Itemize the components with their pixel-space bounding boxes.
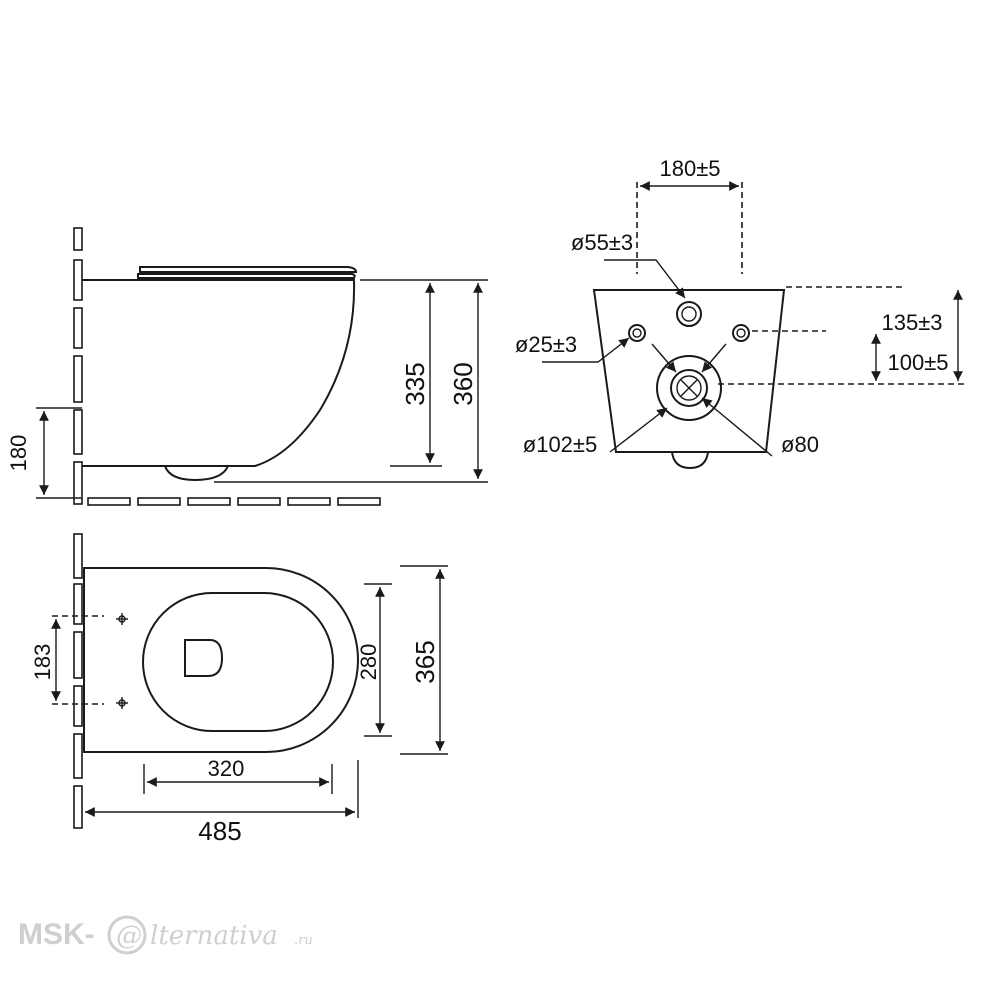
bowl-opening bbox=[142, 592, 334, 732]
dim-label-180: 180 bbox=[6, 435, 31, 472]
side-view: 335 360 180 bbox=[6, 227, 488, 506]
floor-hatch bbox=[87, 497, 381, 506]
dim-label-360: 360 bbox=[448, 362, 478, 405]
bowl-rear-outline bbox=[592, 289, 786, 453]
dim-label-183: 183 bbox=[30, 644, 55, 681]
bowl-side-profile bbox=[82, 279, 356, 467]
back-view: 180±5 ø55±3 ø25±3 ø102±5 ø80 135±3 100±5 bbox=[515, 156, 966, 470]
dim-label-outlet-outer: ø102±5 bbox=[523, 432, 597, 457]
dim-label-inlet: ø55±3 bbox=[571, 230, 633, 255]
outlet-spigot bbox=[164, 465, 229, 482]
bolt-hole-right bbox=[732, 324, 750, 342]
outlet-outer-ring bbox=[656, 355, 722, 421]
dim-label-485: 485 bbox=[198, 816, 241, 846]
dim-label-335: 335 bbox=[400, 362, 430, 405]
watermark-tld: .ru bbox=[294, 933, 313, 948]
mounting-point-lower-icon bbox=[116, 697, 128, 709]
dim-label-spacing: 180±5 bbox=[659, 156, 720, 181]
water-inlet-hole bbox=[676, 301, 702, 327]
dim-label-280: 280 bbox=[356, 644, 381, 681]
watermark-prefix: MSK- bbox=[18, 918, 95, 951]
watermark-at: @ bbox=[116, 921, 142, 951]
wall-hatch-top bbox=[73, 533, 83, 829]
watermark-suffix: lternativa bbox=[150, 921, 278, 951]
dim-label-320: 320 bbox=[208, 756, 245, 781]
wall-hatch-side bbox=[73, 227, 83, 505]
toilet-seat-lid bbox=[137, 266, 358, 279]
drain-hole bbox=[184, 639, 224, 677]
dim-label-135: 135±3 bbox=[881, 310, 942, 335]
dim-label-100: 100±5 bbox=[887, 350, 948, 375]
mounting-point-upper-icon bbox=[116, 613, 128, 625]
dim-label-outlet-inner: ø80 bbox=[781, 432, 819, 457]
dim-label-365: 365 bbox=[410, 640, 440, 683]
watermark-logo: MSK- @ lternativa .ru bbox=[18, 915, 313, 955]
bolt-hole-left bbox=[628, 324, 646, 342]
outlet-inner-ring bbox=[670, 369, 708, 407]
rear-outlet-stub bbox=[671, 451, 709, 470]
top-view: 183 280 365 320 485 bbox=[30, 533, 448, 846]
dim-label-bolt: ø25±3 bbox=[515, 332, 577, 357]
bowl-top-outline bbox=[83, 567, 359, 753]
